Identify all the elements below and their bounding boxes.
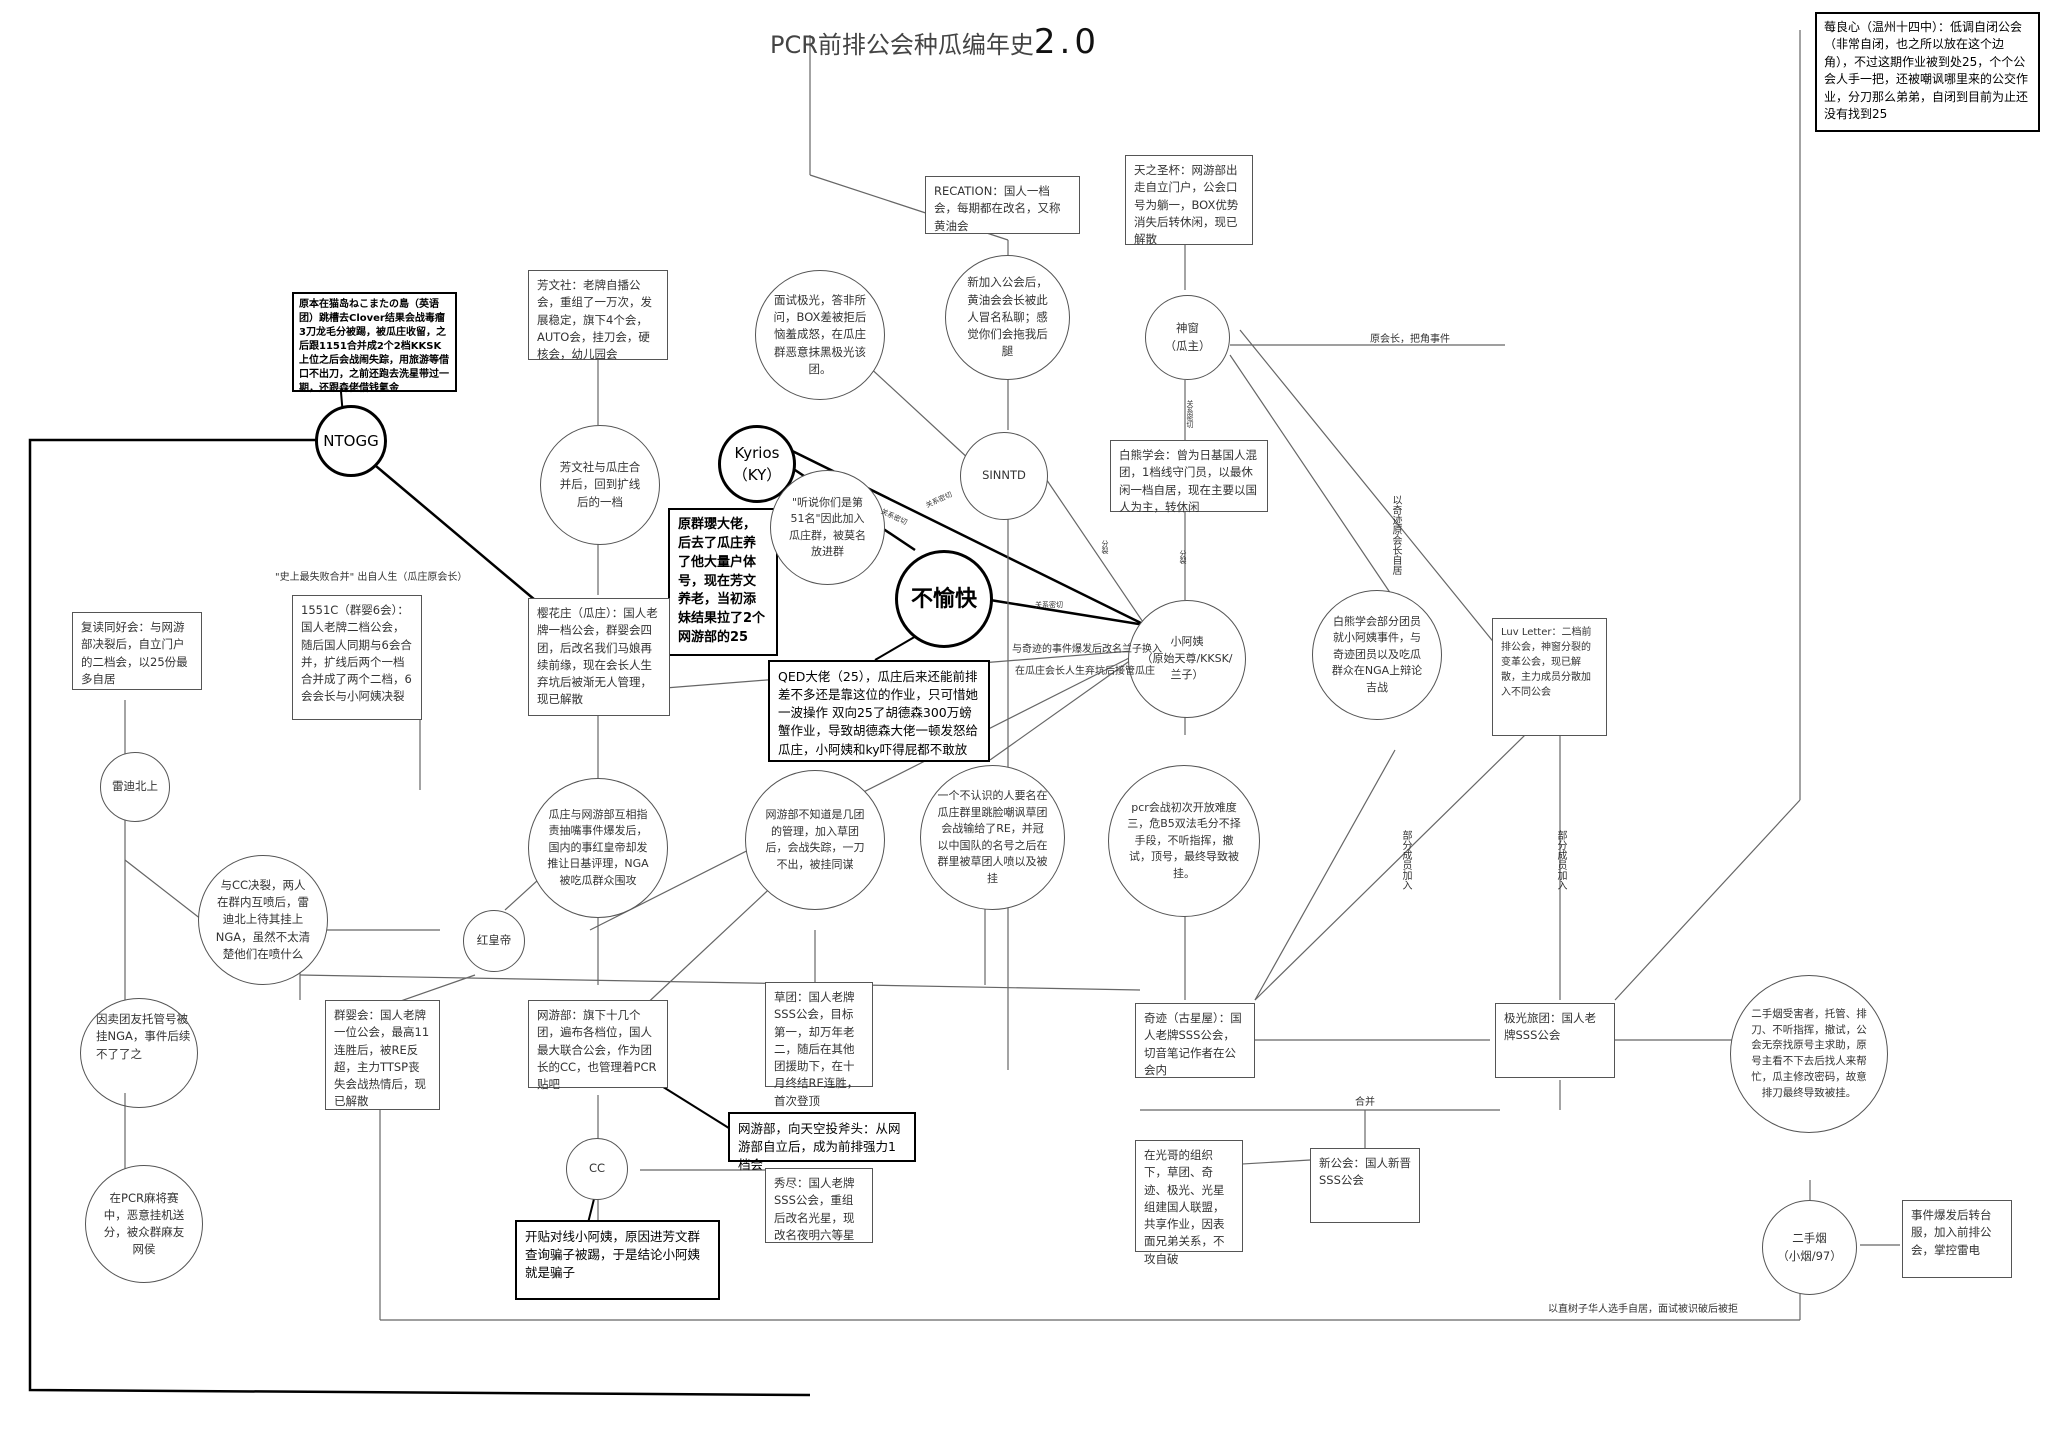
pcr-battle-node: pcr会战初次开放难度三，危B5双法毛分不择手段，不听指挥，撤试，顶号，最终导致… <box>1108 765 1260 917</box>
yinghua-box: 樱花庄（瓜庄）：国人老牌一档公会，群婴会四团，后改名我们马娘再续前缘，现在会长人… <box>528 598 670 716</box>
baixiong-debate-node: 白熊学会部分团员就小阿姨事件，与奇迹团员以及吃瓜群众在NGA上辩论吉战 <box>1312 590 1442 720</box>
mianshi-node: 面试极光，答非所问，BOX差被拒后恼羞成怒，在瓜庄群恶意抹黑极光该团。 <box>755 270 885 400</box>
recation-box: RECATION：国人一档会，每期都在改名，又称黄油会 <box>925 176 1080 234</box>
wangyou-absent-node: 网游部不知道是几团的管理，加入草团后，会战失踪，一刀不出，被挂同谋 <box>745 770 885 910</box>
note-hebing: 合并 <box>1355 1097 1375 1108</box>
xingonghui-box: 新公会：国人新晋SSS公会 <box>1310 1148 1420 1223</box>
xinjia-node: 新加入公会后，黄油会会长被此人冒名私聊；感觉你们会拖我后腿 <box>945 255 1070 380</box>
ershouyan-victim-node: 二手烟受害者，托管、排刀、不听指挥，撤试，公会无奈找原号主求助，原号主看不下去后… <box>1730 975 1888 1133</box>
qunying-box: 群婴会：国人老牌一位公会，最高11连胜后，被RE反超，主力TTSP丧失会战热情后… <box>325 1000 440 1110</box>
note-guanxi4: 关系密切 <box>1186 400 1194 428</box>
cc-node: CC <box>566 1138 628 1200</box>
note-yichang: 以奇迹原会长自居 <box>1390 495 1401 575</box>
fudu-box: 复读同好会：与网游部决裂后，自立门户的二档会，以25份最多自居 <box>72 612 202 690</box>
note-yiyi: 以直树子华人选手自居，面试被识破后被拒 <box>1548 1304 1738 1315</box>
luv-box: Luv Letter：二档前排公会，神窗分裂的变革公会，现已解散，主力成员分散加… <box>1492 618 1607 736</box>
sinntd-node: SINNTD <box>960 432 1048 520</box>
page-title: PCR前排公会种瓜编年史2.0 <box>770 22 1100 62</box>
hongdi-node: 红皇帝 <box>463 910 525 972</box>
note-zai-guazhuang: 在瓜庄会长人生弃坑后接管瓜庄 <box>1015 666 1155 677</box>
title-main: PCR前排公会种瓜编年史 <box>770 31 1034 59</box>
tianzhi-box: 天之圣杯：网游部出走自立门户，公会口号为躺一，BOX优势消失后转休闲，现已解散 <box>1125 155 1253 246</box>
wangyou-axe-box: 网游部，向天空投斧头：从网游部自立后，成为前排强力1档会 <box>728 1112 916 1172</box>
corner-note: 莓良心（温州十四中）：低调自闭公会（非常自闭，也之所以放在这个边角），不过这期作… <box>1815 12 2040 132</box>
shenhou-node: 神窗 （瓜主） <box>1145 295 1230 380</box>
title-version: 2.0 <box>1033 22 1100 62</box>
note-bufen2: 部分成员加入 <box>1555 830 1566 890</box>
qed-box: QED大佬（25），瓜庄后来还能前排差不多还是靠这位的作业，只可惜她一波操作 双… <box>768 660 990 762</box>
kaitie-box: 开贴对线小阿姨，原因进芳文群查询骗子被踢，于是结论小阿姨就是骗子 <box>515 1220 720 1300</box>
wangyou-box: 网游部：旗下十几个团，遍布各档位，国人最大联合公会，作为团长的CC，也管理着PC… <box>528 1000 668 1091</box>
jiguang-box: 极光旅团：国人老牌SSS公会 <box>1495 1003 1615 1078</box>
ershouyan-node: 二手烟 （小烟/97） <box>1762 1200 1857 1295</box>
note-qiji-evt: 与奇迹的事件爆发后改名兰子换入 <box>1012 644 1162 655</box>
ntogg-node: NTOGG <box>315 405 387 477</box>
fangwen-merge-node: 芳文社与瓜庄合并后，回到扩线后的一档 <box>540 425 660 545</box>
shijian-box: 事件爆发后转台服，加入前排公会，掌控雷电 <box>1902 1200 2012 1278</box>
b1551-box: 1551C（群婴6会）：国人老牌二档公会，随后国人同期与6会合并，扩线后两个一档… <box>292 595 422 720</box>
fangwen-box: 芳文社：老牌自播公会，重组了一万次，发展稳定，旗下4个会，AUTO会，挂刀会，硬… <box>528 270 668 361</box>
ntogg-box: 原本在猫岛ねこまたの島（英语团）跳槽去Clover结果会战毒瘤3刀龙毛分被踢，被… <box>292 292 457 394</box>
yige-node: 一个不认识的人要名在瓜庄群里跳脸嘲讽草团会战输给了RE，并冠以中国队的名号之后在… <box>920 765 1065 910</box>
qiji-box: 奇迹（古星屋）：国人老牌SSS公会，切音笔记作者在公会内 <box>1135 1003 1255 1078</box>
leidi-node: 雷迪北上 <box>100 752 170 822</box>
note-guanxi3: 关系密切 <box>1035 601 1063 609</box>
xiujin-box: 秀尽：国人老牌SSS公会，重组后改名光星，现改名夜明六等星 <box>765 1168 873 1243</box>
note-bufen1: 部分成员加入 <box>1400 830 1411 890</box>
caotuan-box: 草团：国人老牌SSS公会，目标第一，却万年老二，随后在其他团援助下，在十月终结R… <box>765 982 873 1108</box>
zaipcr-node: 在PCR麻将赛中，恶意挂机送分，被众群麻友网侯 <box>85 1165 203 1283</box>
buyukuai-node: 不愉快 <box>895 550 993 648</box>
xiaoayi-node: 小阿姨 （原始天尊/KKSK/兰子） <box>1128 600 1246 718</box>
kyrios-box: 原群瓔大佬，后去了瓜庄养了他大量户体号，现在芳文养老，当初添妹结果拉了2个网游部… <box>668 508 778 656</box>
guazhuang-fight-node: 瓜庄与网游部互相指责抽嘴事件爆发后，国内的事红皇帝却发推让日基评理，NGA被吃瓜… <box>528 778 668 918</box>
yucc-node: 与CC决裂，两人在群内互喷后，雷迪北上待其挂上NGA，虽然不太清楚他们在喷什么 <box>198 855 328 985</box>
note-yuanhuizhang: 原会长，把角事件 <box>1370 334 1450 345</box>
yinmai-node <box>80 998 198 1108</box>
guangxing-box: 在光哥的组织下，草团、奇迹、极光、光星组建国人联盟，共享作业，因表面兄弟关系，不… <box>1135 1140 1243 1266</box>
ting-node: "听说你们是第51名"因此加入瓜庄群，被莫名放进群 <box>770 470 885 585</box>
baixiong-box: 白熊学会：曾为日基国人混团，1档线守门员，以最休闲一档自居，现在主要以国人为主，… <box>1110 440 1268 514</box>
kyrios-node: Kyrios （KY） <box>718 425 796 503</box>
note-fenlie: 分裂 <box>1179 550 1187 564</box>
shishang-label: "史上最失败合并" 出自人生（瓜庄原会长） <box>275 572 468 583</box>
note-fenlie2: 分裂 <box>1101 540 1109 554</box>
